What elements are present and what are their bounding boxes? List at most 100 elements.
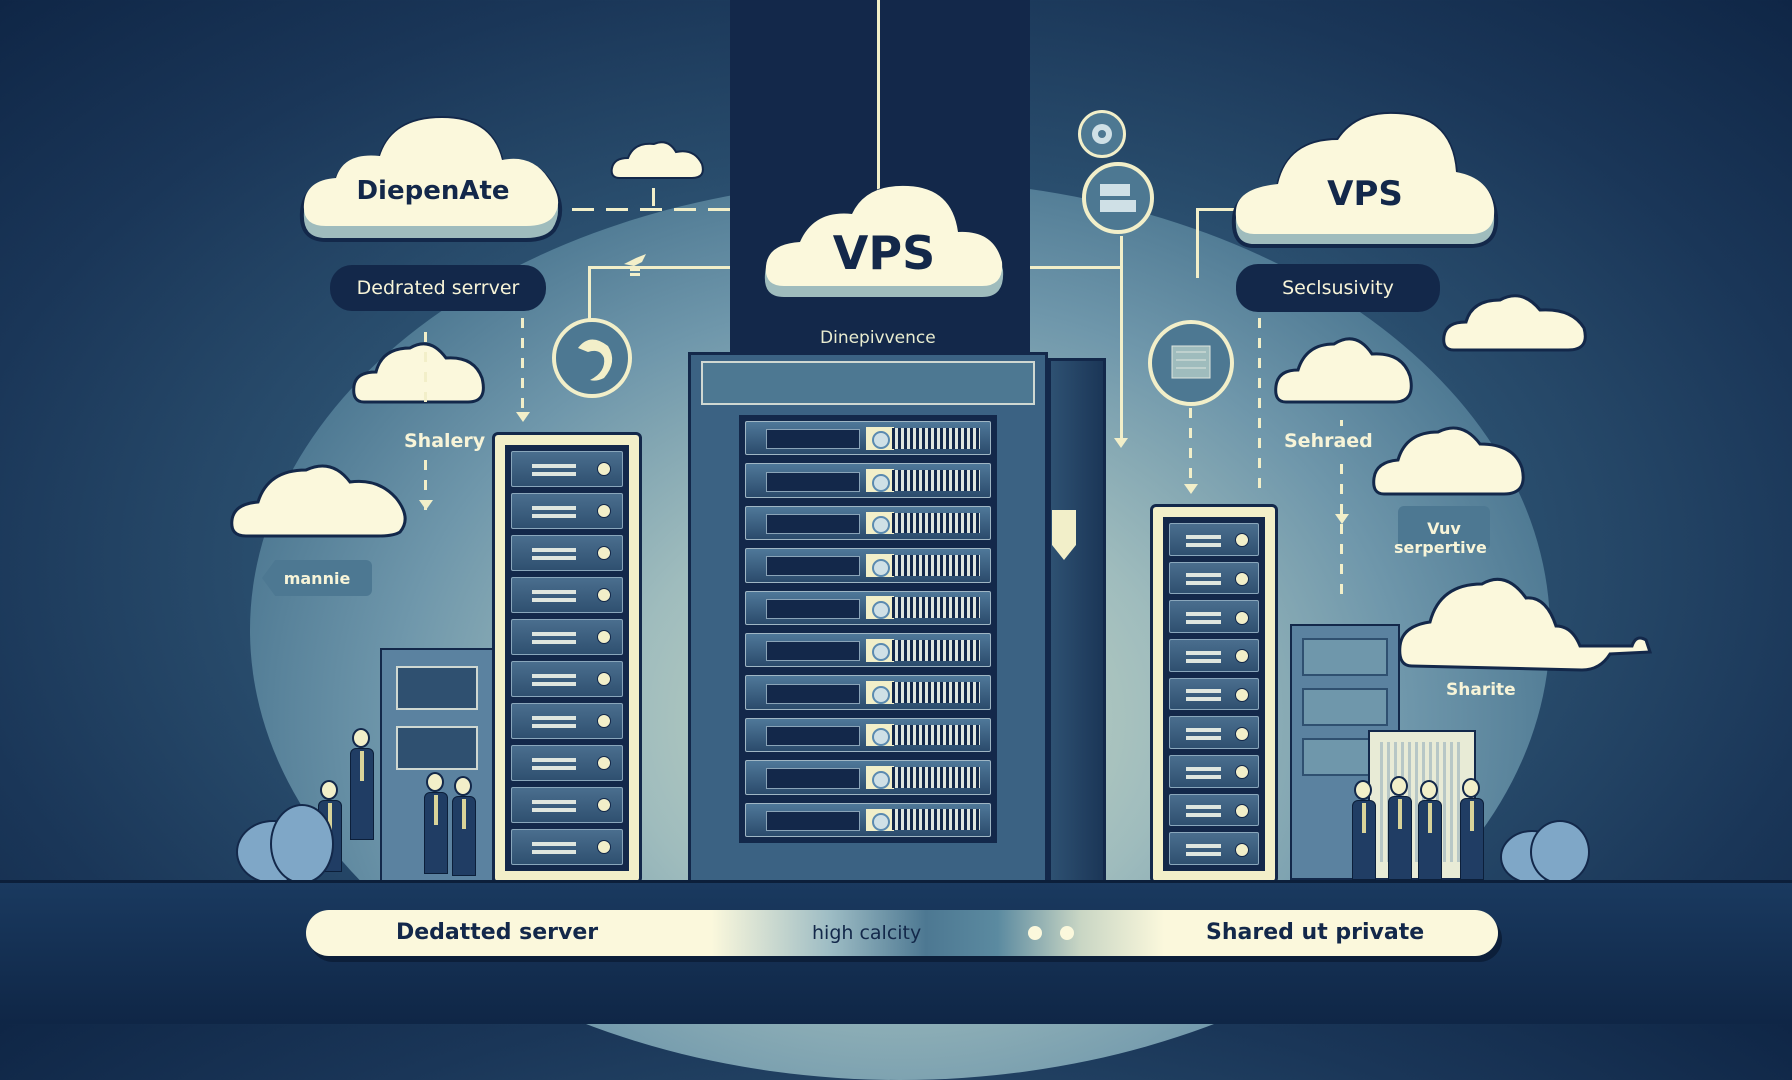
arrow-down-icon [1114, 438, 1128, 448]
vps-server-rack [1150, 504, 1278, 884]
tag-vuv-serpertive: Vuv [1398, 506, 1490, 550]
rack-unit [1169, 639, 1259, 672]
bush-decoration [270, 804, 334, 884]
rack-unit [745, 802, 991, 838]
building-icon [1148, 320, 1234, 406]
cloud-title-left: DiepenAte [356, 176, 510, 206]
rack-unit [745, 463, 991, 498]
dashed-connector-vertical [1258, 318, 1261, 498]
rack-unit [745, 505, 991, 541]
connector-line [1120, 236, 1123, 266]
drive-bay [396, 666, 478, 710]
drive-bay [1302, 638, 1388, 676]
pill-exclusivity: Seclsusivity [1236, 264, 1440, 312]
person-figure [1418, 780, 1442, 880]
cloud-vps-right: VPS [1230, 110, 1500, 250]
person-figure [350, 728, 374, 840]
rack-units [1163, 517, 1265, 871]
rack-top-panel [701, 361, 1035, 405]
cloud-right-mid [1272, 330, 1416, 408]
dashed-connector-left [572, 208, 732, 211]
label-sehraed: Sehraed [1284, 430, 1373, 452]
tag-line-1: Vuv [1427, 518, 1461, 538]
tag-mannie: mannie [262, 560, 372, 596]
arrow-down-icon [516, 412, 530, 422]
rack-unit [511, 829, 623, 865]
bar-label-capacity: high calcity [812, 922, 922, 944]
satellite-icon [622, 252, 648, 282]
rack-unit [511, 535, 623, 571]
rack-unit [511, 451, 623, 487]
dashed-connector-vertical [424, 332, 427, 412]
rack-unit [1169, 755, 1259, 788]
rack-unit [1169, 561, 1259, 595]
person-figure [424, 772, 448, 874]
rack-unit [1169, 716, 1259, 750]
refresh-swirl-icon [552, 318, 632, 398]
rack-units [505, 445, 629, 871]
dot-indicator [1060, 926, 1074, 940]
cloud-right-bottom [1396, 570, 1653, 680]
rack-unit [1169, 600, 1259, 634]
person-figure [1388, 776, 1412, 880]
arrow-down-icon [1184, 484, 1198, 494]
person-figure [1460, 778, 1484, 880]
main-server-rack [688, 352, 1048, 886]
rack-unit [745, 421, 991, 456]
small-cloud [610, 138, 706, 180]
rack-unit [745, 760, 991, 795]
connector-line [588, 266, 730, 269]
connector-line [588, 268, 591, 320]
connector-line [1030, 266, 1120, 269]
cloud-right-upper [1442, 288, 1590, 354]
rack-unit [1169, 793, 1259, 827]
dashed-connector-vertical [521, 318, 524, 418]
rack-door-panel [1048, 358, 1106, 884]
rack-unit [511, 619, 623, 655]
rack-unit [511, 745, 623, 781]
dot-indicator [1028, 926, 1042, 940]
dashed-connector-vertical [1340, 420, 1343, 426]
arrow-right-icon [650, 922, 704, 944]
rack-unit [511, 787, 623, 823]
drive-bay [396, 726, 478, 770]
dashed-connector-vertical [1189, 408, 1192, 488]
label-shalery: Shalery [404, 430, 486, 452]
cloud-title-right: VPS [1327, 174, 1403, 214]
cloud-vps-center: VPS [760, 182, 1008, 304]
rack-unit [1169, 677, 1259, 711]
connector-line [1196, 208, 1199, 278]
rack-unit [745, 548, 991, 583]
cloud-shape [299, 115, 562, 242]
center-column-backdrop [730, 0, 1030, 360]
rack-unit [1169, 523, 1259, 556]
ground-line [0, 880, 1792, 883]
gear-icon [1078, 110, 1126, 158]
rack-unit [511, 577, 623, 613]
top-connector-line [877, 0, 880, 205]
comparison-bar: Dedatted server high calcity Shared ut p… [306, 910, 1498, 956]
rack-unit [745, 675, 991, 710]
arrow-down-icon [419, 500, 433, 510]
rack-unit [511, 661, 623, 697]
arrow-down-icon [1335, 514, 1349, 524]
rack-unit [511, 703, 623, 739]
bush-decoration [1530, 820, 1590, 884]
pill-dedicated-server: Dedrated serrver [330, 265, 546, 311]
person-figure [452, 776, 476, 876]
cloud-left-mid [350, 336, 488, 408]
rack-unit [745, 717, 991, 753]
label-sharite: Sharite [1446, 680, 1516, 700]
rack-unit [511, 493, 623, 529]
tag-line-2: serpertive [1394, 538, 1487, 557]
connector-line [1120, 242, 1123, 442]
server-stack-icon [1082, 162, 1154, 234]
bar-label-shared: Shared ut private [1206, 920, 1425, 945]
bar-label-dedicated: Dedatted server [396, 920, 599, 945]
rack-units [739, 415, 997, 843]
label-dinepivvence: Dinepivvence [820, 328, 936, 348]
rack-unit [745, 633, 991, 668]
drive-bay [1302, 688, 1388, 726]
person-figure [1352, 780, 1376, 880]
